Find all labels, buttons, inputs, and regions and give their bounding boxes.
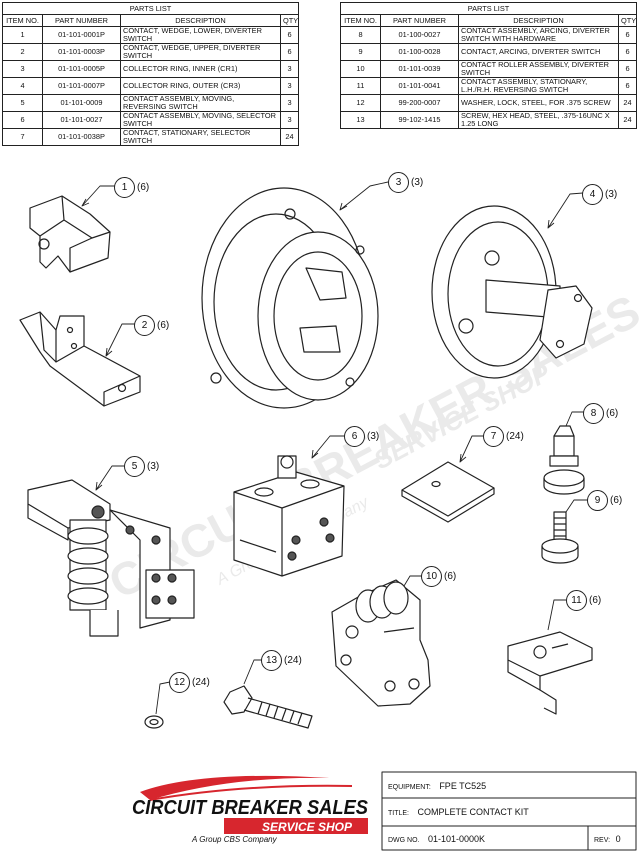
callout-qty: (6) — [444, 571, 457, 582]
callout-9: 9(6) — [587, 490, 622, 511]
callout-number: 11 — [566, 590, 587, 611]
callout-number: 8 — [583, 403, 604, 424]
title-value: COMPLETE CONTACT KIT — [417, 807, 529, 817]
rev-row: REV: 0 — [594, 834, 621, 844]
callout-11: 11(6) — [566, 590, 601, 611]
callout-qty: (6) — [589, 595, 602, 606]
callout-number: 13 — [261, 650, 282, 671]
dwg-row: DWG NO. 01-101-0000K — [388, 834, 485, 844]
callout-qty: (3) — [605, 189, 618, 200]
rev-value: 0 — [615, 834, 621, 844]
title-row: TITLE: COMPLETE CONTACT KIT — [388, 807, 529, 817]
callout-qty: (6) — [157, 320, 170, 331]
dwg-label: DWG NO. — [388, 837, 420, 844]
cell-description: CONTACT, STATIONARY, SELECTOR SWITCH — [120, 128, 281, 146]
rev-label: REV: — [594, 837, 611, 844]
title-label: TITLE: — [388, 810, 410, 817]
callout-qty: (24) — [284, 655, 302, 666]
callout-qty: (6) — [610, 495, 623, 506]
equipment-label: EQUIPMENT: — [388, 784, 431, 791]
cell-item-no: 7 — [2, 128, 43, 146]
callout-number: 7 — [483, 426, 504, 447]
callout-qty: (6) — [137, 182, 150, 193]
callout-number: 5 — [124, 456, 145, 477]
cell-qty: 24 — [280, 128, 299, 146]
callout-12: 12(24) — [169, 672, 210, 693]
logo-line1: CIRCUIT BREAKER SALES — [132, 797, 369, 819]
title-block-frame — [381, 771, 637, 851]
company-logo: CIRCUIT BREAKER SALES SERVICE SHOP A Gro… — [132, 775, 369, 844]
part-7-contact-stationary-plate — [401, 461, 495, 523]
part-5-contact-assembly-moving-reversing — [27, 479, 195, 637]
part-11-contact-assembly-stationary — [507, 631, 593, 715]
cell-qty: 6 — [280, 26, 299, 44]
callout-1: 1(6) — [114, 177, 149, 198]
part-2-wedge-upper — [19, 311, 141, 407]
equipment-row: EQUIPMENT: FPE TC525 — [388, 781, 486, 791]
part-3-collector-ring-inner — [201, 187, 379, 409]
callout-number: 12 — [169, 672, 190, 693]
callout-10: 10(6) — [421, 566, 456, 587]
part-12-lock-washer — [144, 715, 164, 729]
callout-qty: (6) — [606, 408, 619, 419]
logo-tagline: A Group CBS Company — [191, 835, 278, 844]
part-8-contact-assembly-arcing — [543, 425, 585, 495]
callout-qty: (3) — [367, 431, 380, 442]
part-10-contact-roller-assembly — [331, 579, 431, 707]
callout-number: 3 — [388, 172, 409, 193]
callout-6: 6(3) — [344, 426, 379, 447]
col-qty: QTY — [280, 14, 299, 27]
callout-3: 3(3) — [388, 172, 423, 193]
parts-list-right: PARTS LIST ITEM NO. PART NUMBER DESCRIPT… — [340, 2, 637, 129]
cell-qty: 24 — [618, 111, 637, 129]
callout-qty: (24) — [506, 431, 524, 442]
callout-number: 9 — [587, 490, 608, 511]
callout-number: 6 — [344, 426, 365, 447]
cell-item-no: 13 — [340, 111, 381, 129]
part-4-collector-ring-outer — [431, 205, 593, 379]
callout-2: 2(6) — [134, 315, 169, 336]
callout-8: 8(6) — [583, 403, 618, 424]
callout-number: 10 — [421, 566, 442, 587]
logo-line2: SERVICE SHOP — [262, 820, 353, 834]
callout-4: 4(3) — [582, 184, 617, 205]
callout-13: 13(24) — [261, 650, 302, 671]
dwg-value: 01-101-0000K — [428, 834, 486, 844]
callout-qty: (3) — [147, 461, 160, 472]
callout-number: 4 — [582, 184, 603, 205]
part-1-wedge-lower — [29, 195, 111, 273]
equipment-value: FPE TC525 — [439, 781, 487, 791]
callout-7: 7(24) — [483, 426, 524, 447]
parts-list-left: PARTS LIST ITEM NO. PART NUMBER DESCRIPT… — [2, 2, 299, 146]
leader-lines — [81, 181, 588, 715]
part-13-hex-screw — [223, 685, 313, 729]
callout-number: 1 — [114, 177, 135, 198]
cell-qty: 6 — [280, 43, 299, 61]
callout-number: 2 — [134, 315, 155, 336]
part-9-contact-arcing — [541, 511, 579, 564]
part-6-contact-assembly-moving-selector — [233, 455, 345, 577]
callout-qty: (3) — [411, 177, 424, 188]
callout-qty: (24) — [192, 677, 210, 688]
callout-5: 5(3) — [124, 456, 159, 477]
cell-part-number: 01-101-0038P — [42, 128, 121, 146]
cell-description: SCREW, HEX HEAD, STEEL, .375-16UNC X 1.2… — [458, 111, 619, 129]
